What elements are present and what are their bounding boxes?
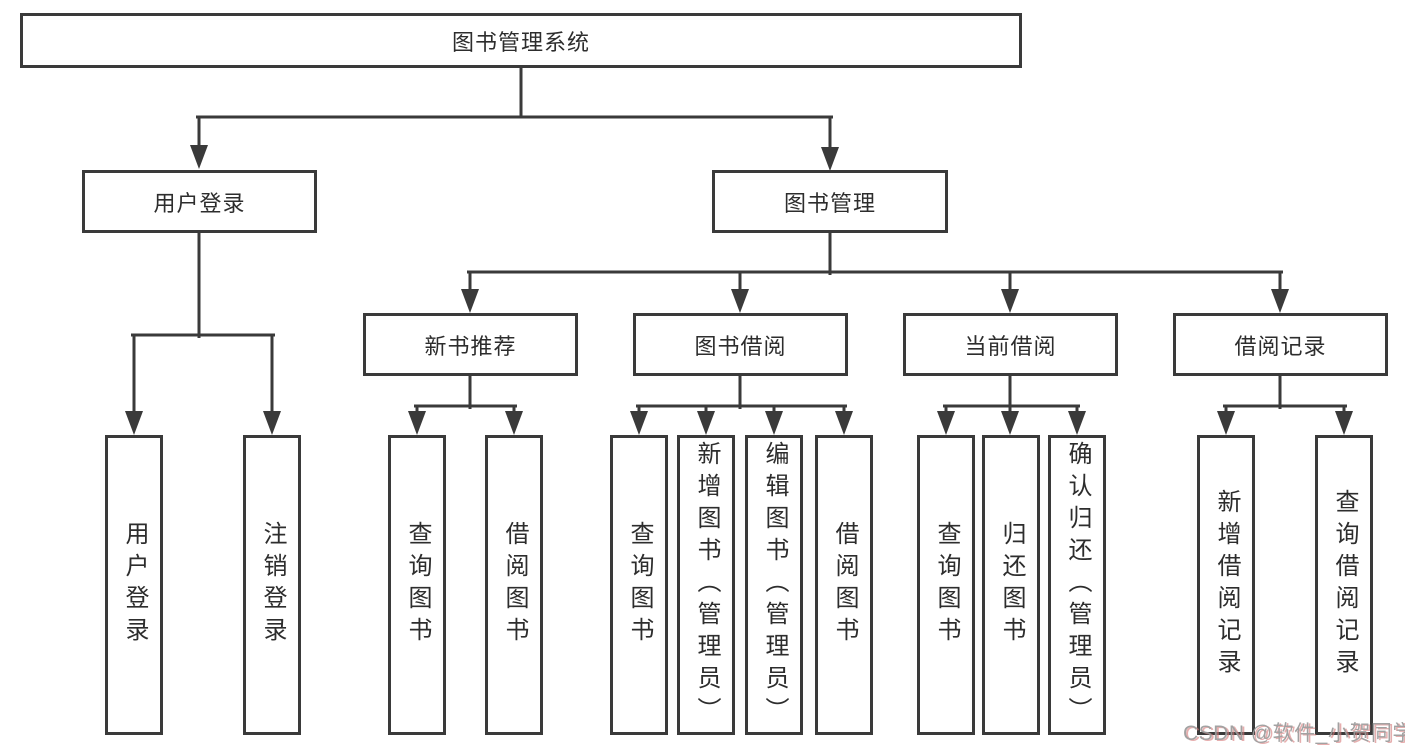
- leaf-current-confirm-return-label: 确认归还（管理员）: [1064, 441, 1091, 729]
- node-current-borrowing: 当前借阅: [903, 313, 1118, 376]
- leaf-logout: 注销登录: [243, 435, 301, 735]
- leaf-borrowing-add-books-label: 新增图书（管理员）: [693, 441, 720, 729]
- leaf-current-return-books: 归还图书: [982, 435, 1040, 735]
- leaf-current-query-books-label: 查询图书: [933, 521, 960, 649]
- leaf-user-login: 用户登录: [105, 435, 163, 735]
- leaf-borrowing-edit-books: 编辑图书（管理员）: [745, 435, 803, 735]
- leaf-recommend-borrow-books-label: 借阅图书: [501, 521, 528, 649]
- leaf-records-add-record-label: 新增借阅记录: [1213, 489, 1240, 681]
- leaf-borrowing-query-books: 查询图书: [610, 435, 668, 735]
- leaf-logout-label: 注销登录: [259, 521, 286, 649]
- node-book-management-label: 图书管理: [783, 190, 876, 216]
- node-new-book-recommend-label: 新书推荐: [424, 333, 517, 359]
- leaf-borrowing-borrow-books-label: 借阅图书: [831, 521, 858, 649]
- node-borrowing-records: 借阅记录: [1173, 313, 1388, 376]
- leaf-borrowing-query-books-label: 查询图书: [626, 521, 653, 649]
- node-borrowing-records-label: 借阅记录: [1234, 333, 1327, 359]
- node-book-management: 图书管理: [712, 170, 948, 233]
- leaf-current-confirm-return: 确认归还（管理员）: [1048, 435, 1106, 735]
- node-book-borrowing: 图书借阅: [633, 313, 848, 376]
- node-user-login: 用户登录: [82, 170, 317, 233]
- leaf-records-query-record-label: 查询借阅记录: [1331, 489, 1358, 681]
- node-book-borrowing-label: 图书借阅: [694, 333, 787, 359]
- node-current-borrowing-label: 当前借阅: [964, 333, 1057, 359]
- node-new-book-recommend: 新书推荐: [363, 313, 578, 376]
- leaf-records-query-record: 查询借阅记录: [1315, 435, 1373, 735]
- leaf-borrowing-edit-books-label: 编辑图书（管理员）: [761, 441, 788, 729]
- csdn-watermark: CSDN @软件_小贺同学: [1183, 722, 1405, 745]
- leaf-borrowing-borrow-books: 借阅图书: [815, 435, 873, 735]
- node-root-label: 图书管理系统: [451, 29, 590, 55]
- node-root: 图书管理系统: [20, 13, 1022, 68]
- node-user-login-label: 用户登录: [153, 190, 246, 216]
- leaf-recommend-query-books-label: 查询图书: [404, 521, 431, 649]
- leaf-user-login-label: 用户登录: [121, 521, 148, 649]
- leaf-recommend-query-books: 查询图书: [388, 435, 446, 735]
- leaf-current-return-books-label: 归还图书: [998, 521, 1025, 649]
- leaf-records-add-record: 新增借阅记录: [1197, 435, 1255, 735]
- leaf-recommend-borrow-books: 借阅图书: [485, 435, 543, 735]
- leaf-current-query-books: 查询图书: [917, 435, 975, 735]
- leaf-borrowing-add-books: 新增图书（管理员）: [677, 435, 735, 735]
